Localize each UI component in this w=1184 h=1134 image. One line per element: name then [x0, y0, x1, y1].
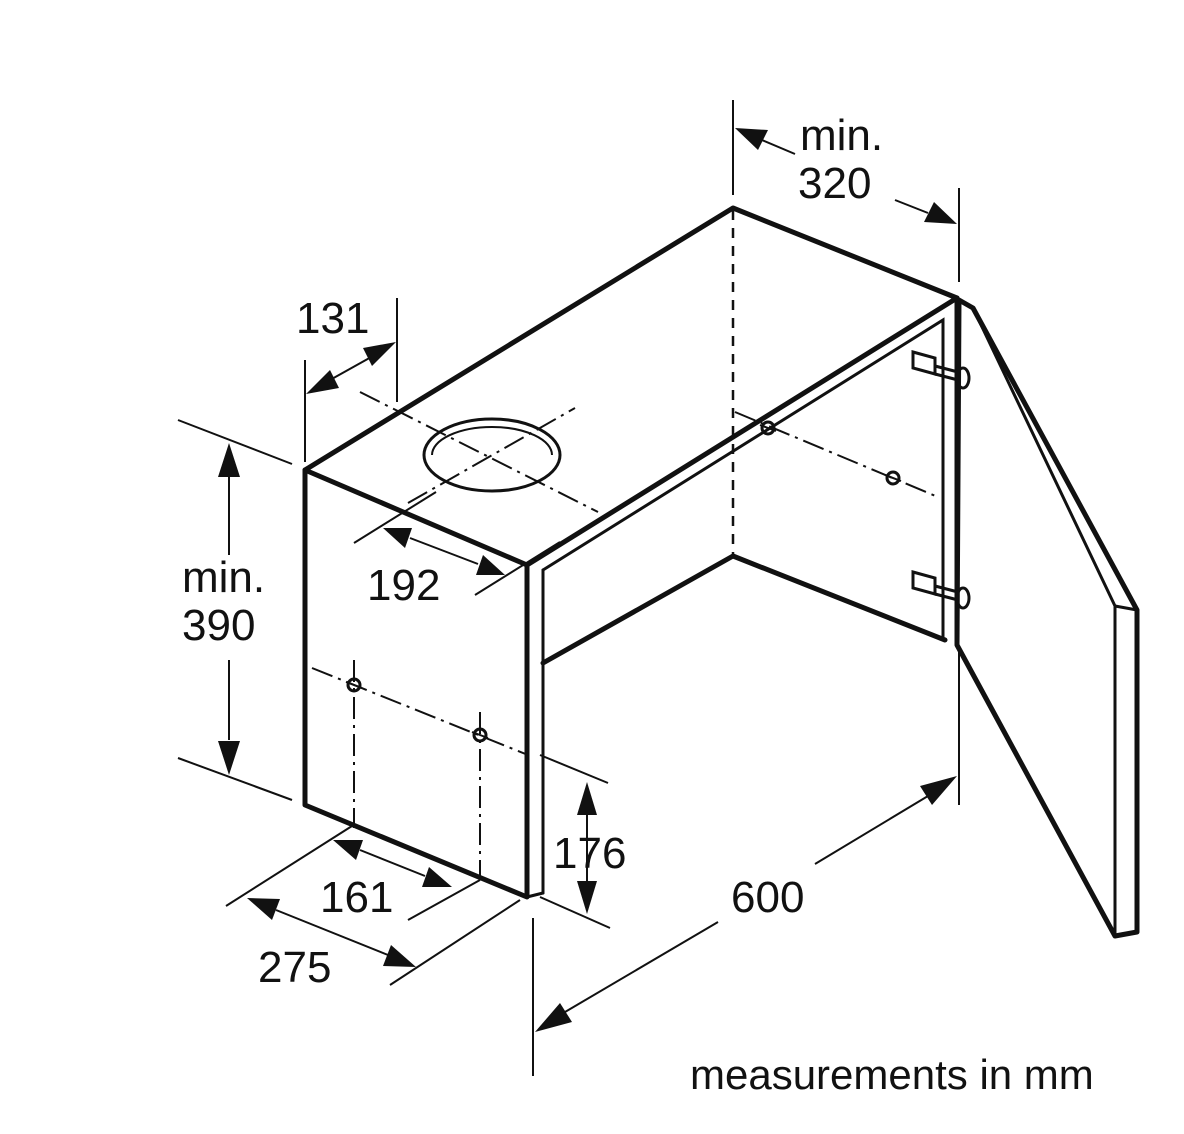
cabinet-top-edge: [302, 205, 960, 473]
center-lines: [311, 391, 939, 880]
mounting-hole: [345, 677, 363, 693]
hinge-bottom: [911, 570, 971, 610]
arrowhead: [422, 867, 452, 887]
dimension-duct-offset: 131: [296, 294, 398, 462]
mounting-hole: [884, 470, 902, 486]
dimension-mount-height: 176: [539, 754, 626, 929]
side-depth-label: 275: [258, 943, 331, 992]
cabinet-inner-frame: [541, 317, 945, 642]
dimension-width: 600: [532, 648, 960, 1076]
mounting-holes: [345, 420, 902, 743]
top-depth-value-label: 320: [798, 159, 871, 208]
cabinet-post-foot: [525, 891, 545, 899]
cabinet-side-face: [302, 467, 530, 900]
arrowhead: [476, 555, 505, 575]
dimension-top-depth: min. 320: [732, 100, 960, 282]
arrowhead: [218, 741, 240, 775]
rear-mount-line: [734, 411, 939, 498]
cabinet-door: [954, 297, 1140, 939]
arrowhead: [735, 128, 768, 150]
dimension-side-depth: 275: [247, 898, 521, 992]
door-edge-corner: [1113, 604, 1139, 612]
arrowhead: [924, 202, 957, 224]
hinge-top: [911, 350, 971, 390]
door-panel: [954, 297, 1140, 939]
arrowhead: [333, 840, 363, 860]
arrowhead: [535, 1003, 572, 1032]
arrowhead: [383, 528, 412, 548]
duct-centerline-width: [407, 407, 576, 504]
height-value-label: 390: [182, 601, 255, 650]
cabinet-bottom-shelf: [540, 553, 948, 666]
cabinet-outline: [302, 205, 960, 900]
duct-diameter-label: 192: [367, 561, 440, 610]
width-label: 600: [731, 873, 804, 922]
dimension-height: min. 390: [177, 419, 293, 801]
units-footnote: measurements in mm: [690, 1051, 1094, 1098]
duct-centerline-depth: [359, 391, 599, 513]
duct-opening: [422, 417, 562, 493]
height-min-label: min.: [182, 553, 265, 602]
mounting-hole: [471, 727, 489, 743]
dimension-duct-diameter: 192: [353, 491, 561, 610]
arrowhead: [577, 782, 597, 815]
arrowhead: [383, 945, 416, 967]
duct-offset-label: 131: [296, 294, 369, 343]
mounting-hole: [759, 420, 777, 436]
arrowhead: [920, 776, 957, 805]
duct-inner-rim: [431, 426, 553, 456]
mount-spacing-label: 161: [320, 873, 393, 922]
duct-outer-ring: [422, 417, 562, 493]
cabinet-front-rail: [524, 295, 960, 646]
arrowhead: [218, 443, 240, 477]
arrowhead: [247, 898, 280, 920]
mount-height-label: 176: [553, 829, 626, 878]
arrowhead: [577, 881, 597, 914]
door-edge-top: [971, 306, 1117, 608]
arrowhead: [363, 342, 396, 366]
arrowhead: [306, 370, 339, 394]
dimension-mount-spacing: 161: [225, 825, 481, 922]
side-mount-line-horizontal: [311, 667, 529, 756]
top-depth-min-label: min.: [800, 111, 883, 160]
hinges: [911, 350, 971, 610]
